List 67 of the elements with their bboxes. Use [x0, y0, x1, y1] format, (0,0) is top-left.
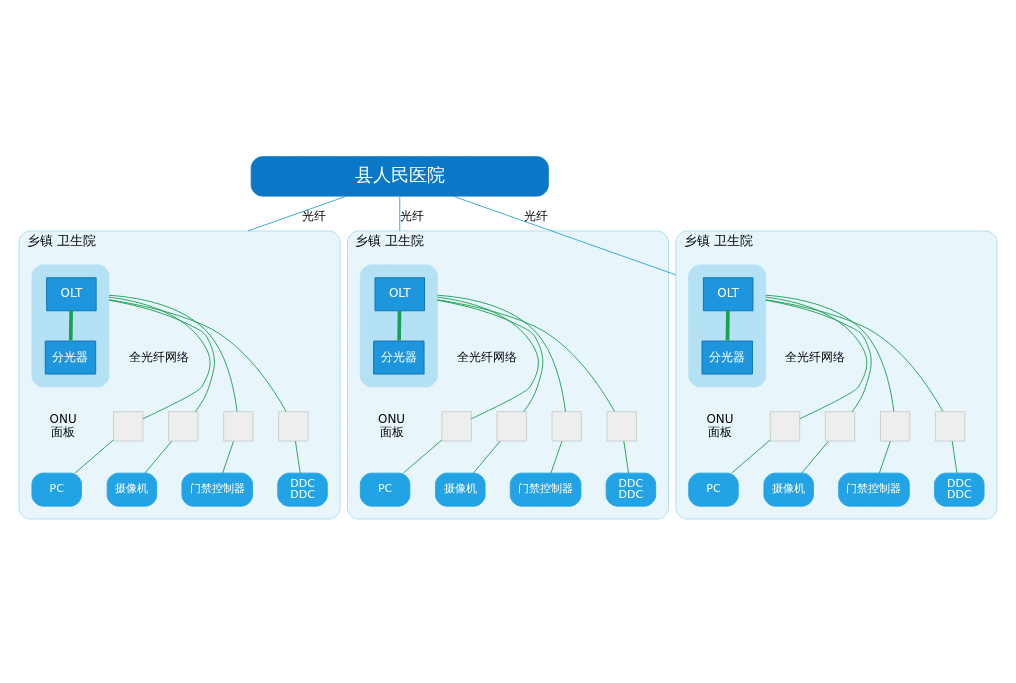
label: ONU 面板: [378, 412, 406, 439]
node-box: 摄像机: [106, 472, 158, 507]
node-box: [223, 411, 254, 442]
connector: [144, 440, 173, 474]
connector: [765, 299, 944, 412]
cluster: [688, 264, 767, 388]
connector: [550, 440, 563, 474]
node-box: [496, 411, 527, 442]
connector: [108, 299, 287, 412]
node-box: 摄像机: [763, 472, 814, 507]
node-box: PC: [359, 472, 411, 507]
node-box: OLT: [374, 277, 425, 312]
connector: [68, 310, 73, 341]
node-box: [113, 411, 144, 442]
connector: [295, 440, 301, 474]
node-box: [879, 411, 911, 442]
cluster: [359, 264, 438, 388]
node-box: DDC DDC: [934, 472, 985, 507]
node-box: 县人民医院: [250, 156, 549, 197]
node-box: [824, 411, 856, 442]
label: 全光纤网络: [128, 349, 189, 364]
connector: [436, 299, 615, 412]
node-box: [551, 411, 582, 442]
edge-label: 光纤: [399, 209, 424, 224]
node-box: 摄像机: [435, 472, 486, 507]
connector: [397, 310, 402, 341]
node-box: OLT: [702, 277, 754, 312]
node-box: [769, 411, 801, 442]
connector: [951, 440, 958, 474]
connector: [725, 310, 730, 341]
connector: [222, 440, 234, 474]
connector: [731, 439, 771, 474]
node-box: OLT: [46, 277, 97, 312]
node-box: DDC DDC: [277, 472, 328, 507]
connector: [436, 294, 566, 412]
edge-label: 光纤: [302, 209, 327, 224]
node-box: 分光器: [701, 340, 753, 375]
cluster: [31, 264, 110, 388]
label: 全光纤网络: [785, 349, 846, 364]
node-box: 门禁控制器: [181, 472, 253, 507]
node-box: DDC DDC: [605, 472, 657, 507]
connector: [765, 294, 895, 412]
connector: [403, 439, 443, 474]
connector: [878, 440, 891, 474]
edge-label: 光纤: [524, 209, 549, 224]
node-box: [168, 411, 199, 442]
node-box: [935, 411, 966, 442]
connector: [801, 440, 829, 474]
label: 全光纤网络: [456, 349, 517, 364]
node-box: [278, 411, 309, 442]
connector: [623, 440, 630, 474]
node-box: 门禁控制器: [838, 472, 910, 507]
connector: [452, 195, 677, 276]
connector: [108, 294, 238, 412]
node-box: [441, 411, 472, 442]
node-box: 分光器: [44, 340, 97, 375]
connector: [247, 195, 347, 232]
node-box: [606, 411, 637, 442]
connector: [74, 439, 114, 474]
node-box: PC: [688, 472, 739, 507]
connector: [399, 195, 401, 232]
connector: [472, 440, 501, 474]
label: ONU 面板: [49, 412, 77, 439]
node-box: 门禁控制器: [509, 472, 582, 507]
node-box: PC: [31, 472, 82, 507]
label: ONU 面板: [706, 412, 734, 439]
node-box: 分光器: [373, 340, 425, 375]
